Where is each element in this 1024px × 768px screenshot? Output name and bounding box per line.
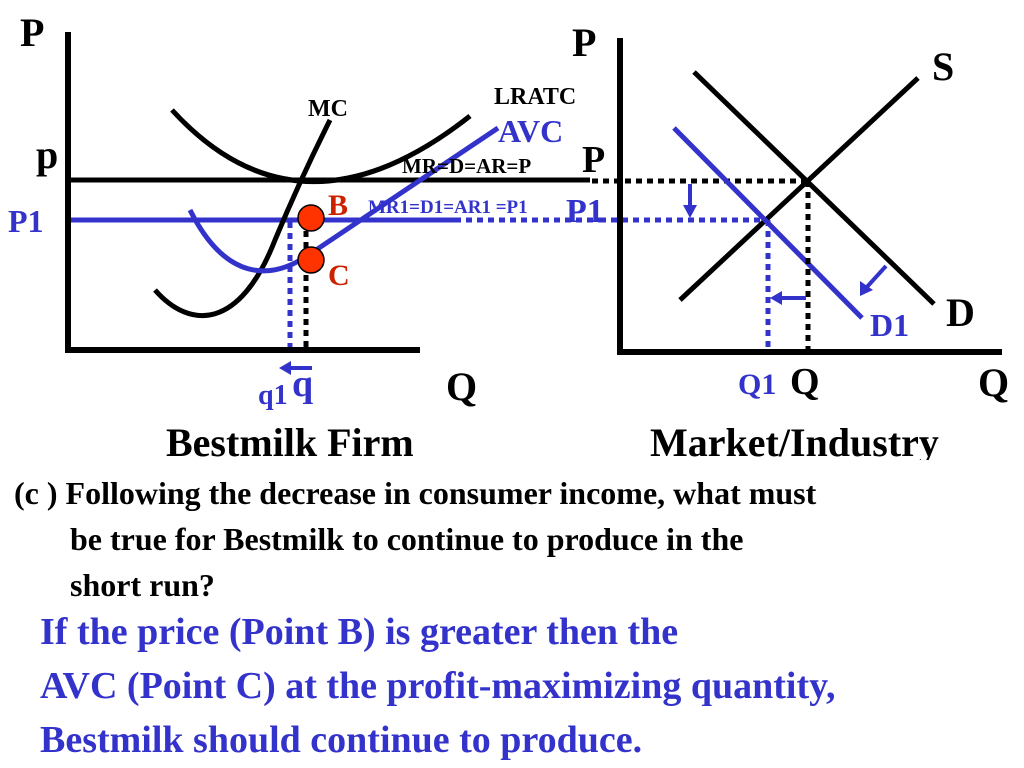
demand-curve bbox=[692, 70, 936, 306]
market-caption: Market/Industry bbox=[650, 420, 939, 460]
mr1-label: MR1=D1=AR1 =P1 bbox=[368, 197, 528, 218]
answer-line-1: If the price (Point B) is greater then t… bbox=[40, 611, 679, 653]
firm-price-label: p bbox=[36, 132, 58, 177]
mr-label: MR=D=AR=P bbox=[402, 154, 531, 178]
firm-q-shift-arrowhead bbox=[279, 361, 291, 375]
market-new-price-label: P1 bbox=[566, 193, 604, 230]
question-text: (c ) Following the decrease in consumer … bbox=[14, 470, 1024, 608]
lratc-curve bbox=[170, 108, 472, 184]
supply-label: S bbox=[932, 44, 954, 89]
firm-graph: P p P1 MC LRATC AVC MR=D=AR=P MR1=D1=AR1… bbox=[8, 10, 600, 460]
firm-q1-label: q1 bbox=[258, 380, 288, 411]
market-q-label: Q bbox=[790, 361, 820, 403]
question-line-2: be true for Bestmilk to continue to prod… bbox=[70, 521, 744, 557]
answer-line-3: Bestmilk should continue to produce. bbox=[40, 719, 643, 761]
firm-q-label: q bbox=[292, 363, 313, 405]
mc-curve bbox=[153, 118, 333, 319]
point-b bbox=[297, 204, 325, 232]
avc-label: AVC bbox=[498, 113, 563, 149]
answer-line-2: AVC (Point C) at the profit-maximizing q… bbox=[40, 665, 836, 707]
lratc-label: LRATC bbox=[494, 84, 576, 110]
firm-y-axis-label: P bbox=[20, 10, 44, 55]
firm-x-axis-label: Q bbox=[446, 364, 477, 409]
price-drop-arrowhead bbox=[683, 205, 697, 218]
supply-curve bbox=[678, 76, 920, 302]
market-q1-label: Q1 bbox=[738, 368, 776, 401]
question-prefix: (c ) bbox=[14, 475, 58, 511]
point-c-label: C bbox=[328, 259, 350, 292]
point-b-label: B bbox=[328, 189, 348, 222]
demand-shift-arrow bbox=[864, 264, 888, 290]
quantity-shift-arrowhead bbox=[770, 291, 782, 305]
firm-new-price-label: P1 bbox=[8, 203, 44, 239]
question-line-1: Following the decrease in consumer incom… bbox=[65, 475, 817, 511]
market-y-axis-label: P bbox=[572, 20, 596, 65]
answer-text: If the price (Point B) is greater then t… bbox=[40, 605, 1010, 767]
question-line-3: short run? bbox=[70, 567, 215, 603]
mc-label: MC bbox=[308, 96, 348, 122]
point-c bbox=[297, 246, 325, 274]
economics-diagram: P p P1 MC LRATC AVC MR=D=AR=P MR1=D1=AR1… bbox=[8, 10, 1009, 460]
market-x-axis-label: Q bbox=[978, 360, 1009, 405]
market-graph: P P P1 S D D1 Q1 Q Q Market/Industry bbox=[566, 20, 1009, 460]
demand-shift-arrowhead bbox=[860, 281, 873, 296]
demand1-label: D1 bbox=[870, 307, 909, 343]
demand-label: D bbox=[946, 290, 975, 335]
firm-caption: Bestmilk Firm bbox=[166, 420, 414, 460]
market-price-label: P bbox=[582, 139, 605, 181]
